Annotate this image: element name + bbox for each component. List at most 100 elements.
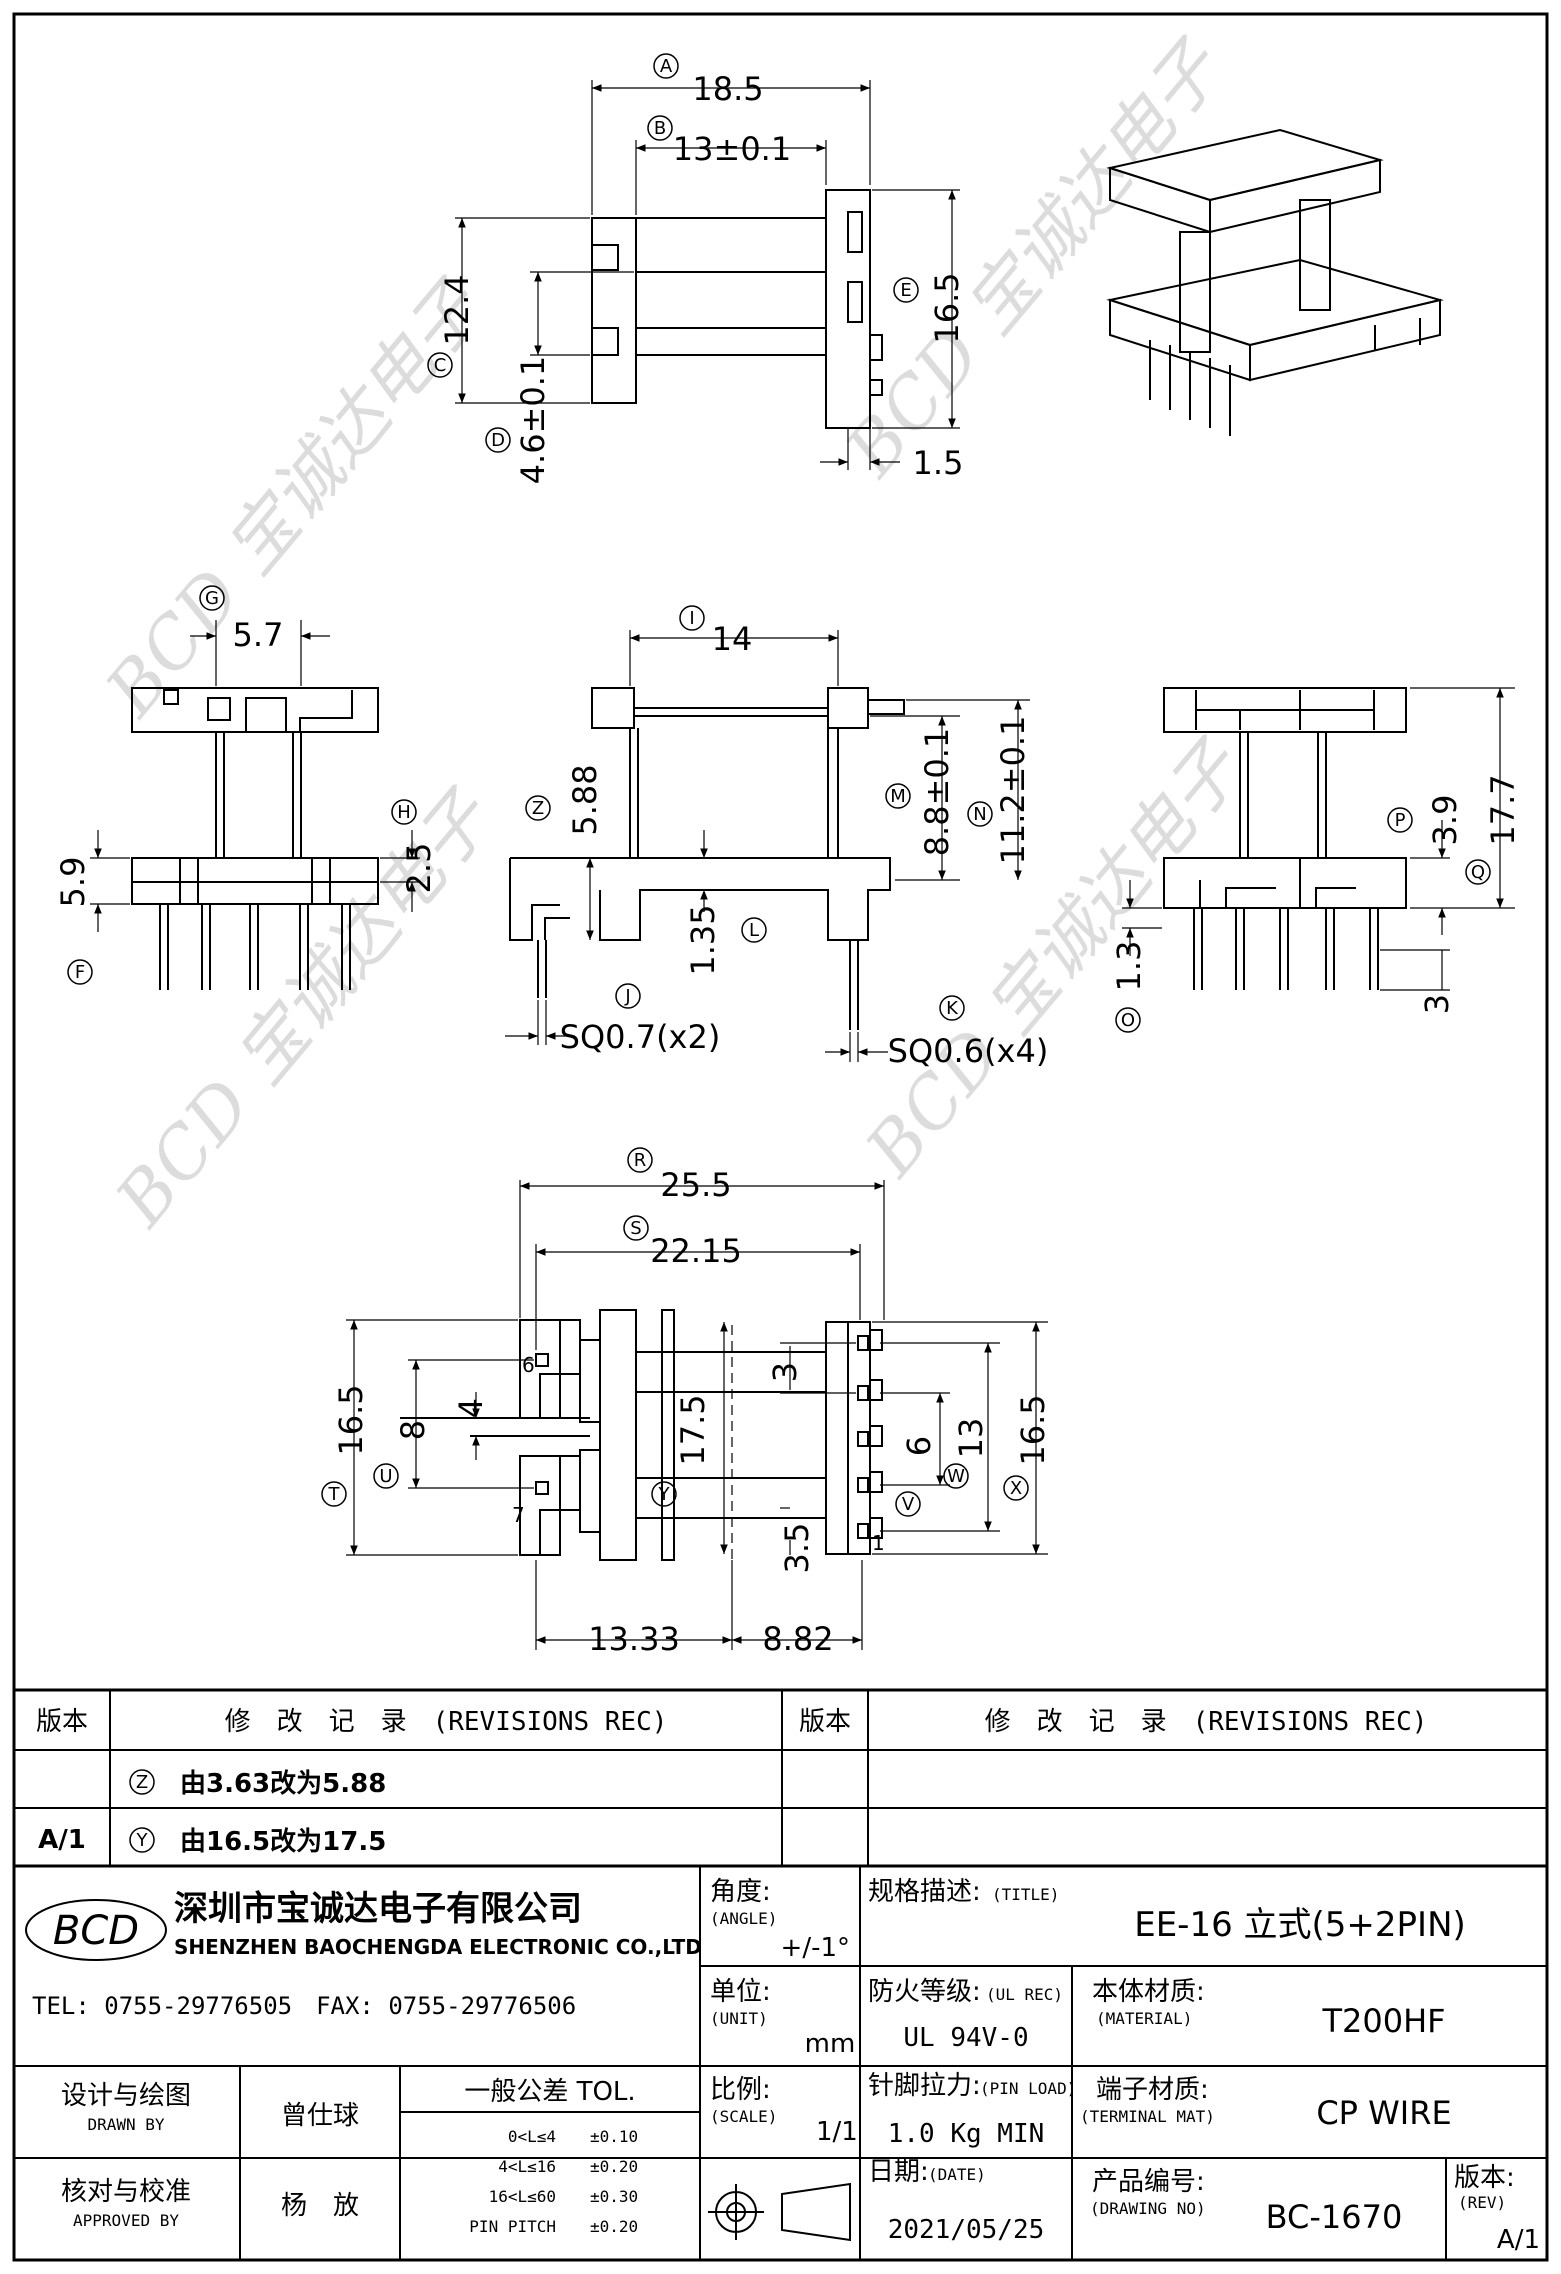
- tag-D: D: [491, 430, 505, 451]
- dim-K: SQ0.6(x4): [888, 1032, 1049, 1070]
- dim-6: 6: [900, 1436, 938, 1456]
- front-view: [505, 630, 1030, 1062]
- drawn-label-en: DRAWN BY: [87, 2115, 164, 2134]
- dim-R: 25.5: [660, 1166, 731, 1204]
- pin-1-label: 1: [872, 1531, 885, 1555]
- tolerance-label: 一般公差 TOL.: [464, 2077, 635, 2107]
- terminal-label: 端子材质:: [1096, 2075, 1209, 2105]
- company-name-cn: 深圳市宝诚达电子有限公司: [174, 1889, 582, 1929]
- tag-Q: Q: [1471, 862, 1485, 883]
- left-side-view-labels: G 5.7 H 2.5 F 5.9: [54, 585, 438, 985]
- rev-label-en: (REV): [1458, 2193, 1506, 2212]
- tag-G: G: [205, 588, 219, 609]
- material-label: 本体材质:: [1092, 1977, 1205, 2007]
- drawing-no-label-en: (DRAWING NO): [1090, 2199, 1206, 2218]
- dim-13-33: 13.33: [588, 1620, 680, 1658]
- revision-table-text: 版本 修 改 记 录 (REVISIONS REC) 版本 修 改 记 录 (R…: [36, 1707, 1427, 1857]
- angle-label: 角度:: [710, 1877, 771, 1907]
- tag-R: R: [634, 1150, 647, 1171]
- rev-text-2: 由16.5改为17.5: [180, 1826, 386, 1857]
- revision-table: [14, 1688, 1547, 1868]
- tag-B: B: [654, 118, 666, 139]
- tag-K: K: [946, 998, 959, 1019]
- isometric-view: [1106, 128, 1444, 436]
- title-block-text: 角度: (ANGLE) +/-1° 规格描述: (TITLE) EE-16 立式…: [61, 1877, 1540, 2255]
- company-block: BCD 深圳市宝诚达电子有限公司 SHENZHEN BAOCHENGDA ELE…: [25, 1889, 702, 2020]
- terminal-label-en: (TERMINAL MAT): [1080, 2107, 1215, 2126]
- pinload-label: 针脚拉力:: [868, 2071, 981, 2101]
- svg-text:BCD: BCD: [53, 1908, 139, 1954]
- approved-value: 杨 放: [281, 2191, 359, 2221]
- dim-P: 3.9: [1426, 795, 1464, 846]
- tag-L: L: [749, 920, 759, 941]
- unit-label: 单位:: [710, 1977, 771, 2007]
- dim-G: 5.7: [233, 616, 284, 654]
- top-view-labels: A 18.5 B 13±0.1 C 12.4 D 4.6±0.1 E 16.5 …: [427, 53, 966, 484]
- sheet-border: [12, 12, 1549, 2262]
- projection-symbol: [708, 2182, 851, 2242]
- company-name-en: SHENZHEN BAOCHENGDA ELECTRONIC CO.,LTD: [174, 1935, 702, 1959]
- title-block-grid: [14, 1866, 1547, 2260]
- dim-W: 13: [952, 1418, 990, 1459]
- drawn-label: 设计与绘图: [61, 2081, 191, 2111]
- pinload-label-en: (PIN LOAD): [980, 2079, 1076, 2098]
- tag-J: J: [624, 986, 630, 1007]
- tag-V: V: [902, 1494, 915, 1515]
- dim-3: 3: [766, 1362, 804, 1382]
- right-side-view: [1122, 687, 1515, 991]
- tag-P: P: [1395, 810, 1406, 831]
- tag-F: F: [75, 962, 85, 983]
- rev-tag-Z: Z: [136, 1772, 148, 1793]
- tag-U: U: [379, 1466, 392, 1487]
- dim-O: 1.3: [1110, 941, 1148, 992]
- company-logo: BCD: [25, 1899, 167, 1961]
- front-view-labels: I 14 Z 5.88 M 8.8±0.1 N 11.2±0.1 L 1.35 …: [525, 605, 1049, 1070]
- material-value: T200HF: [1321, 2002, 1445, 2040]
- dim-S: 22.15: [650, 1232, 742, 1270]
- tag-C: C: [434, 355, 447, 376]
- top-view: [455, 80, 960, 470]
- tol-value-2: ±0.20: [590, 2157, 638, 2176]
- tag-M: M: [890, 786, 906, 807]
- date-value: 2021/05/25: [888, 2215, 1045, 2245]
- dim-U: 8: [394, 1420, 432, 1440]
- date-label: 日期:: [868, 2157, 929, 2187]
- right-side-view-labels: P 3.9 Q 17.7 O 1.3 3: [1110, 774, 1522, 1033]
- tag-I: I: [689, 608, 694, 629]
- tag-T: T: [328, 1484, 341, 1505]
- dim-X: 16.5: [1014, 1394, 1052, 1465]
- dim-Y: 17.5: [674, 1394, 712, 1465]
- terminal-value: CP WIRE: [1316, 2094, 1451, 2132]
- tol-range-3: 16<L≤60: [489, 2187, 556, 2206]
- tag-Y: Y: [658, 1484, 671, 1505]
- unit-value: mm: [805, 2029, 856, 2059]
- ul-value: UL 94V-0: [903, 2023, 1028, 2053]
- dim-N: 11.2±0.1: [994, 716, 1032, 865]
- title-label-en: (TITLE): [992, 1885, 1059, 1904]
- left-side-view: [90, 620, 420, 990]
- dim-C: 12.4: [438, 274, 476, 345]
- tag-A: A: [660, 56, 673, 77]
- drawing-no-value: BC-1670: [1266, 2198, 1403, 2236]
- tol-range-1: 0<L≤4: [508, 2127, 556, 2146]
- dim-M: 8.8±0.1: [918, 728, 956, 857]
- dim-V: 3.5: [778, 1523, 816, 1574]
- tag-W: W: [947, 1466, 965, 1487]
- tol-value-4: ±0.20: [590, 2217, 638, 2236]
- rev-col-record-2: 修 改 记 录 (REVISIONS REC): [985, 1707, 1428, 1737]
- rev-text-1: 由3.63改为5.88: [180, 1768, 386, 1799]
- bottom-view-labels: 6 7 1 R 25.5 S 22.15 T 16.5 U 8 4 Y 17.5…: [321, 1147, 1052, 1658]
- dim-F: 5.9: [54, 857, 92, 908]
- dim-pin-length: 3: [1418, 994, 1456, 1014]
- tol-value-3: ±0.30: [590, 2187, 638, 2206]
- dim-T: 16.5: [332, 1384, 370, 1455]
- tag-Z: Z: [532, 798, 544, 819]
- tol-value-1: ±0.10: [590, 2127, 638, 2146]
- rev-col-version-1: 版本: [36, 1707, 88, 1737]
- dim-8-82: 8.82: [762, 1620, 833, 1658]
- date-label-en: (DATE): [928, 2165, 986, 2184]
- unit-label-en: (UNIT): [710, 2009, 768, 2028]
- rev-col-record-1: 修 改 记 录 (REVISIONS REC): [225, 1707, 668, 1737]
- scale-label: 比例:: [710, 2075, 771, 2105]
- dim-4: 4: [452, 1398, 490, 1418]
